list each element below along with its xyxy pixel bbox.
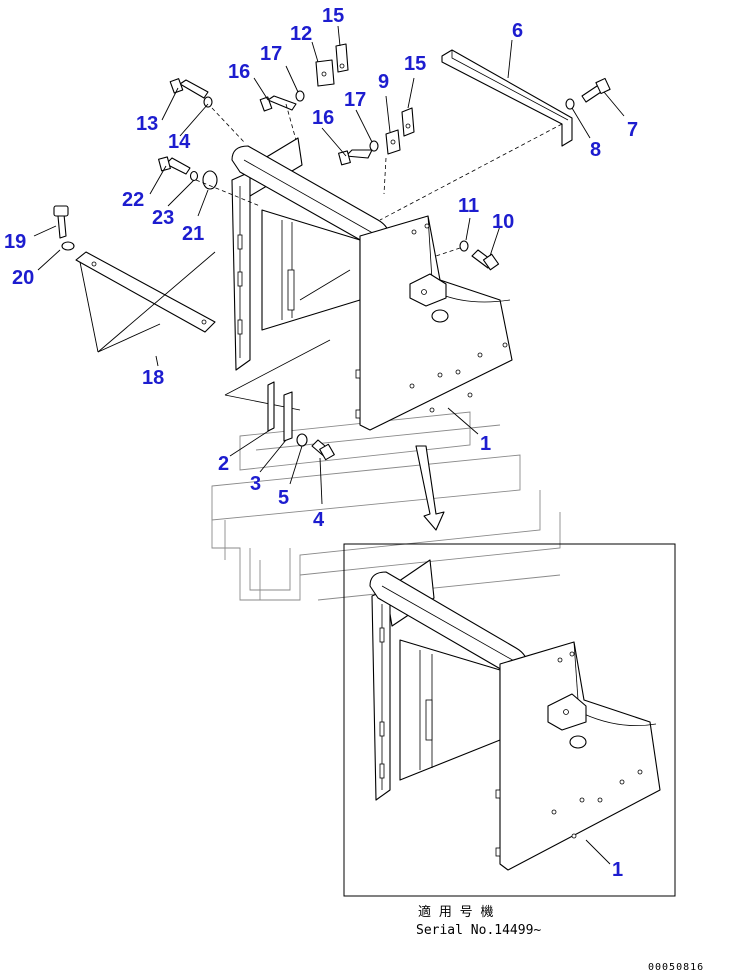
label-16b: 16 [312, 107, 334, 129]
part-2-strip [267, 381, 275, 432]
leader-lines [33, 25, 625, 865]
applicable-serial-jp: 適 用 号 機 [418, 904, 493, 920]
label-6: 6 [512, 20, 523, 42]
label-9: 9 [378, 71, 389, 93]
label-4: 4 [313, 509, 325, 531]
callout-labels: 15 12 17 16 6 9 15 13 14 17 16 7 8 22 23… [4, 5, 638, 881]
label-22: 22 [122, 189, 144, 211]
label-7: 7 [627, 119, 638, 141]
watermark-logo [211, 411, 561, 601]
label-20: 20 [12, 267, 34, 289]
label-15a: 15 [322, 5, 344, 27]
label-2: 2 [218, 453, 229, 475]
label-3: 3 [250, 473, 261, 495]
label-1a: 1 [480, 433, 491, 455]
part-18-plate [75, 251, 216, 333]
label-17b: 17 [344, 89, 366, 111]
frame-assembly-variant [369, 559, 661, 871]
label-11: 11 [458, 195, 479, 217]
label-1b: 1 [612, 859, 623, 881]
label-16a: 16 [228, 61, 250, 83]
label-19: 19 [4, 231, 26, 253]
arrow-to-variant [415, 445, 445, 531]
label-15b: 15 [404, 53, 426, 75]
fasteners [53, 43, 611, 461]
variant-box [343, 543, 676, 897]
label-14: 14 [168, 131, 191, 153]
applicable-serial-text: Serial No.14499~ [416, 923, 541, 938]
label-13: 13 [136, 113, 158, 135]
label-18: 18 [142, 367, 164, 389]
frame-assembly-main [224, 137, 513, 431]
label-10: 10 [492, 211, 514, 233]
part-3-strip [283, 391, 293, 442]
label-12: 12 [290, 23, 312, 45]
label-17a: 17 [260, 43, 282, 65]
label-23: 23 [152, 207, 174, 229]
label-5: 5 [278, 487, 289, 509]
part-6-channel [441, 49, 573, 147]
drawing-code: 00050816 [648, 962, 704, 973]
label-8: 8 [590, 139, 601, 161]
label-21: 21 [182, 223, 204, 245]
